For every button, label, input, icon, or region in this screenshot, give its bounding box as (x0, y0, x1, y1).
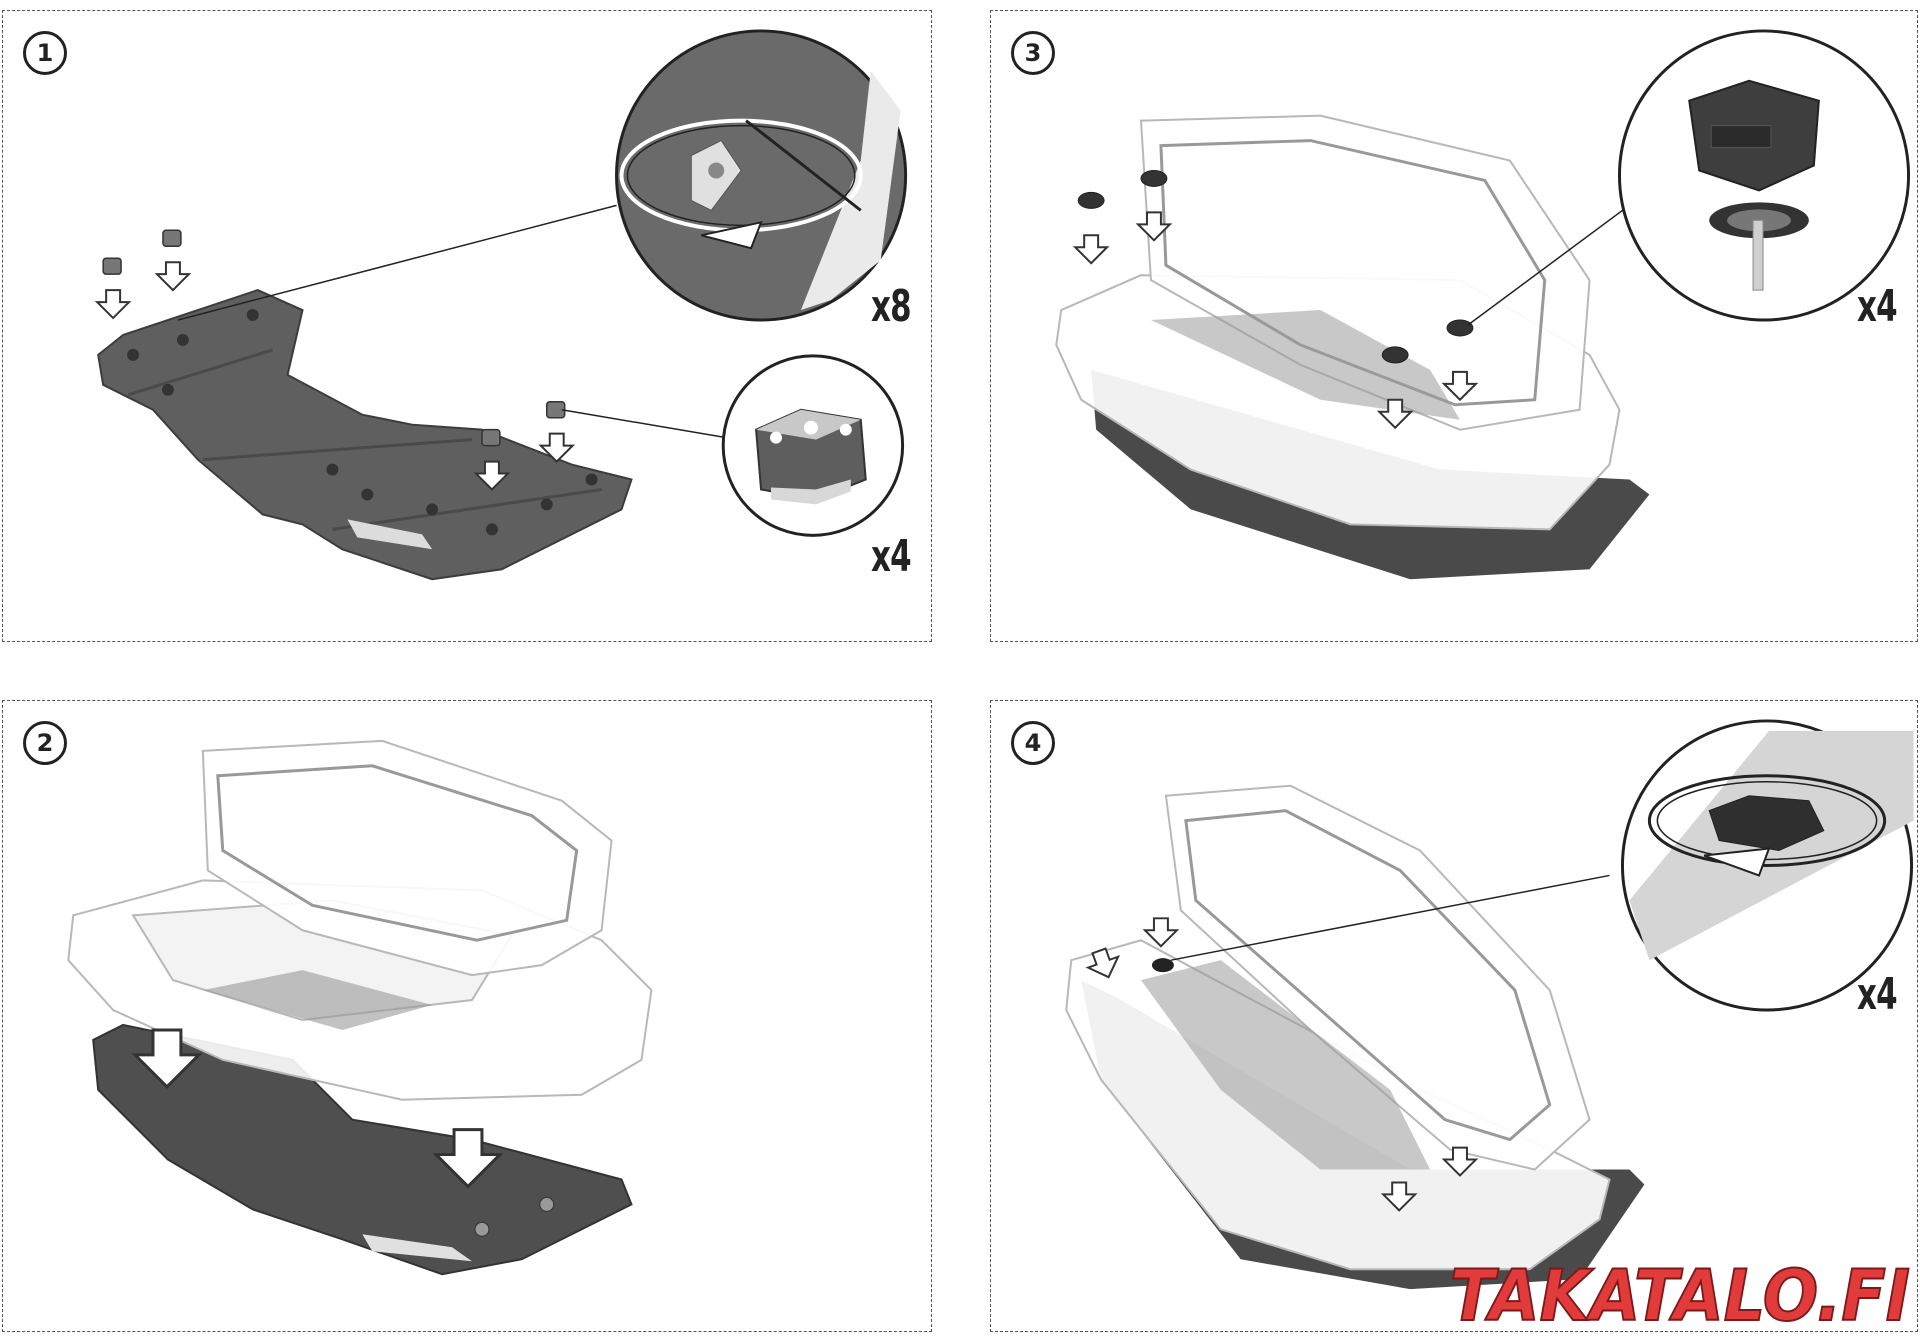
step-3-qty-x4: x4 (1857, 281, 1898, 332)
takatalo-watermark: TAKATALO.FI (1440, 1250, 1920, 1338)
step-2-illustration (67, 739, 653, 1276)
step-3-illustration (1055, 29, 1911, 580)
down-arrows (94, 261, 576, 491)
step-1-qty-x4: x4 (871, 531, 912, 582)
svg-text:TAKATALO.FI: TAKATALO.FI (1450, 1255, 1910, 1335)
step-1-panel: 1 (2, 10, 932, 642)
step-2-panel: 2 (2, 700, 932, 1332)
knobs (1151, 958, 1174, 973)
callout-tighten-knob-detail (1620, 719, 1914, 1012)
callout-insert-detail (721, 354, 905, 537)
step-3-panel: 3 x4 (990, 10, 1918, 642)
insert-nuts (102, 229, 566, 447)
step-4-panel: 4 x4 (990, 700, 1918, 1332)
down-arrows (131, 1028, 504, 1189)
step-4-qty-x4: x4 (1857, 969, 1898, 1020)
step-1-illustration (94, 29, 908, 581)
watermark-logo: TAKATALO.FI (1449, 1254, 1911, 1338)
step-2-badge: 2 (23, 721, 67, 765)
step-3-badge: 3 (1011, 31, 1055, 75)
step-4-illustration (1065, 719, 1914, 1290)
step-1-qty-x8: x8 (871, 281, 912, 332)
top-box-case (67, 739, 653, 1101)
step-1-badge: 1 (23, 31, 67, 75)
down-arrows (1085, 917, 1479, 1212)
knobs (1077, 169, 1474, 364)
mounting-plate (97, 289, 633, 581)
step-4-badge: 4 (1011, 721, 1055, 765)
callout-rotate-detail (615, 29, 908, 322)
top-box-case (1065, 784, 1611, 1271)
top-box-case (1055, 114, 1621, 531)
callout-knob-detail (1617, 29, 1911, 322)
down-arrows (1072, 211, 1479, 430)
